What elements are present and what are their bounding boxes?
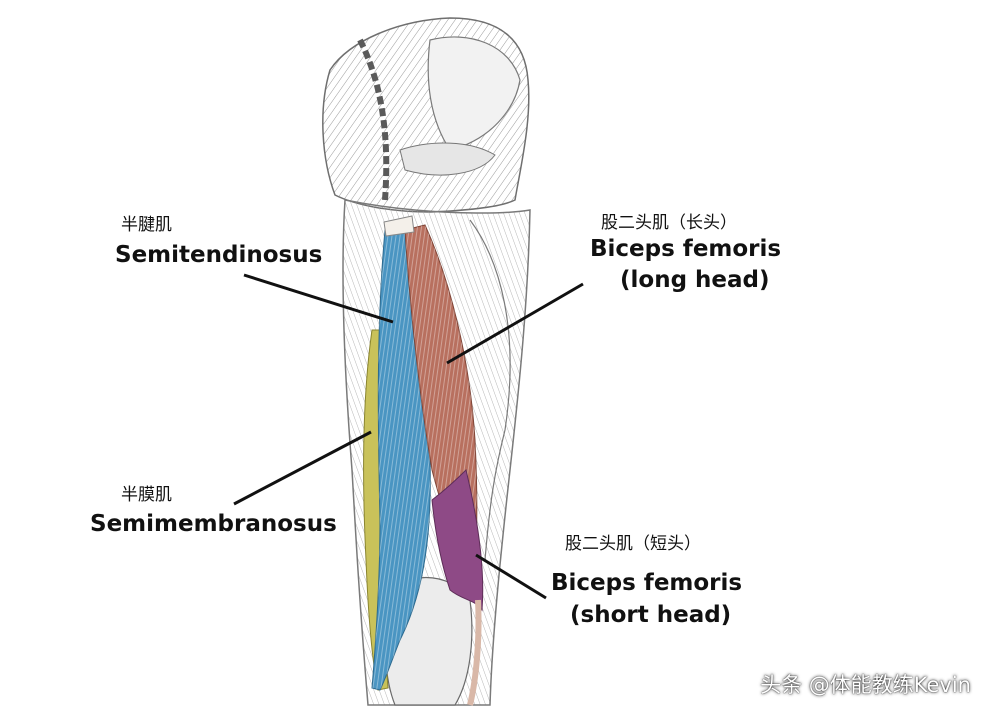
biceps-long-head-zh-label: 股二头肌（长头） bbox=[601, 213, 737, 233]
semimembranosus-zh-label: 半膜肌 bbox=[121, 485, 172, 505]
semitendinosus-zh-label: 半腱肌 bbox=[121, 215, 172, 235]
biceps-long-head-en-label-line2: (long head) bbox=[620, 267, 770, 293]
semitendinosus-en-label: Semitendinosus bbox=[115, 242, 323, 268]
biceps-short-head-en-label-line1: Biceps femoris bbox=[551, 570, 743, 596]
biceps-short-head-en-label-line2: (short head) bbox=[570, 602, 732, 628]
biceps-long-head-leader-line bbox=[446, 282, 584, 365]
biceps-short-head-leader-line bbox=[475, 553, 547, 600]
watermark: 头条 @体能教练Kevin bbox=[760, 673, 971, 697]
biceps-long-head-en-label-line1: Biceps femoris bbox=[590, 236, 782, 262]
semitendinosus-leader-line bbox=[243, 273, 394, 324]
muscles bbox=[363, 215, 484, 706]
semimembranosus-leader-line bbox=[233, 430, 372, 506]
pelvis-sketch bbox=[322, 17, 530, 213]
leader-lines bbox=[233, 273, 584, 600]
biceps-short-head-zh-label: 股二头肌（短头） bbox=[565, 534, 701, 554]
biceps-femoris-short-head-muscle bbox=[431, 469, 484, 612]
semimembranosus-en-label: Semimembranosus bbox=[90, 511, 337, 537]
